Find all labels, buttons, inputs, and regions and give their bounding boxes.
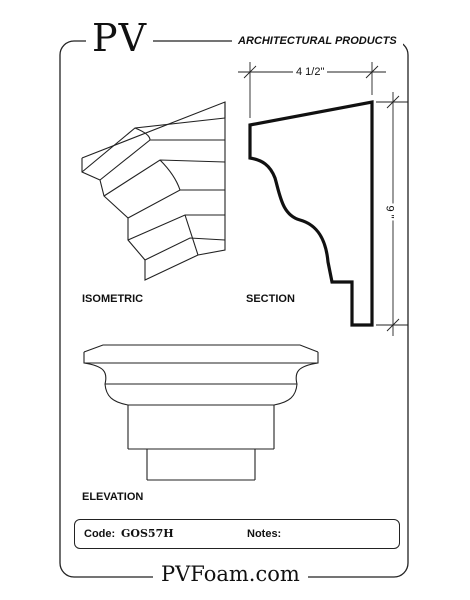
notes-label: Notes: xyxy=(247,528,282,540)
code-label: Code: xyxy=(84,528,116,540)
isometric-drawing xyxy=(81,101,226,281)
height-dimension-label: 9 " xyxy=(383,203,396,221)
isometric-label: ISOMETRIC xyxy=(82,293,144,305)
section-drawing xyxy=(248,100,374,327)
info-box: Code: GOS57H Notes: xyxy=(74,519,400,549)
brand-logo: PV xyxy=(86,18,154,58)
code-value: GOS57H xyxy=(121,527,174,540)
website-footer: PVFoam.com xyxy=(153,562,308,586)
section-label: SECTION xyxy=(246,293,295,305)
width-dimension-label: 4 1/2" xyxy=(293,66,328,78)
brand-tagline: ARCHITECTURAL PRODUCTS xyxy=(232,34,403,48)
elevation-label: ELEVATION xyxy=(82,491,144,503)
elevation-drawing xyxy=(83,344,319,481)
